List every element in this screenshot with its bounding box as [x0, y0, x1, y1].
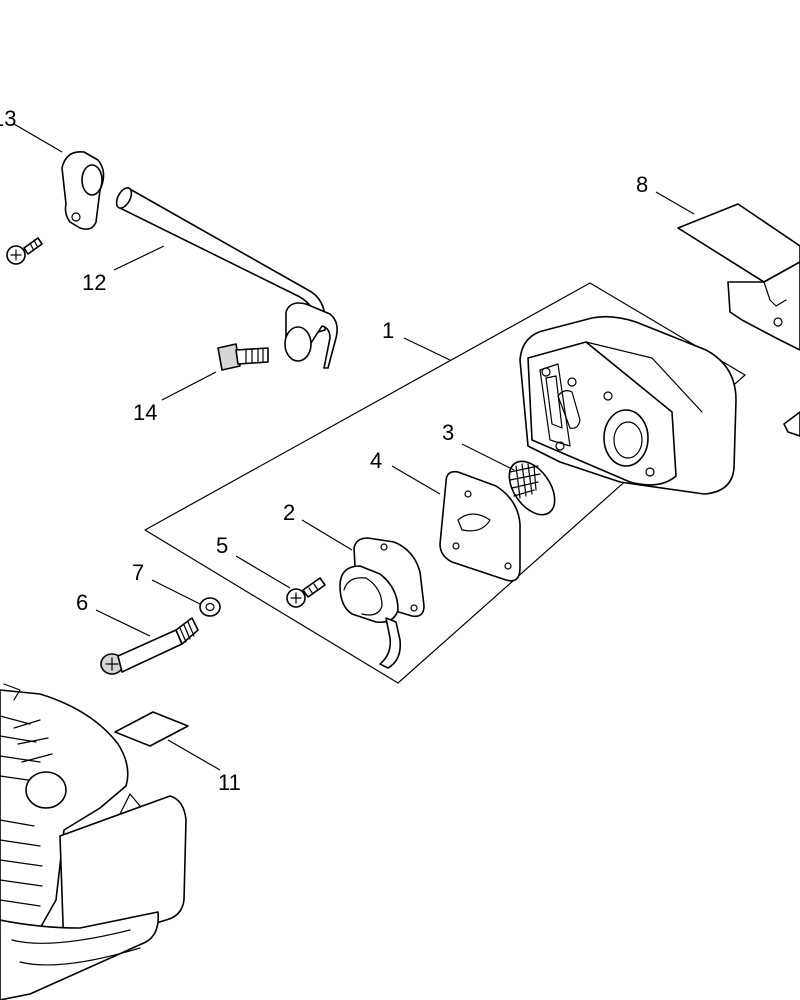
callout-labels: 13 12 14 1 8 3 4 2 5 7 6 11 — [0, 106, 648, 795]
callout-6: 6 — [76, 590, 88, 615]
bolt-part — [217, 343, 269, 371]
heat-shield-part — [677, 203, 800, 437]
assembly-outline — [144, 282, 746, 684]
callout-5: 5 — [216, 533, 228, 558]
washer-part — [199, 597, 221, 617]
callout-14: 14 — [133, 400, 157, 425]
callout-3: 3 — [442, 420, 454, 445]
muffler-body-part — [519, 315, 737, 495]
exhaust-tube-part — [115, 187, 338, 369]
callout-11: 11 — [218, 770, 241, 795]
callout-4: 4 — [370, 448, 382, 473]
callout-2: 2 — [283, 500, 295, 525]
long-bolt-part — [100, 617, 199, 675]
callout-12: 12 — [82, 270, 106, 295]
screw-left-part — [6, 237, 43, 265]
callout-7: 7 — [132, 560, 144, 585]
spark-screen-part — [508, 460, 556, 516]
gasket-part — [439, 470, 521, 582]
tube-clip-part — [61, 151, 105, 230]
callout-13: 13 — [0, 106, 16, 131]
engine-cylinder — [0, 683, 187, 1000]
exhaust-outlet-part — [339, 537, 425, 669]
screw-part — [286, 577, 326, 608]
leader-lines — [13, 123, 695, 771]
callout-1: 1 — [382, 318, 394, 343]
callout-8: 8 — [636, 172, 648, 197]
label-part — [114, 711, 189, 747]
